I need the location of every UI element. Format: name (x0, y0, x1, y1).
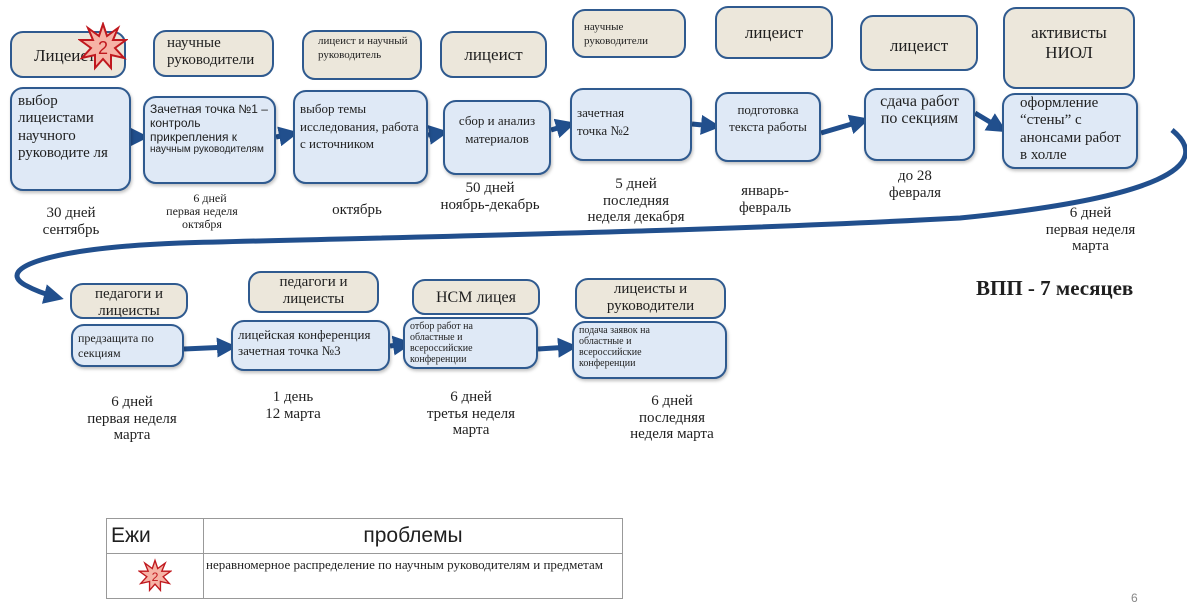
table-row: 2 неравномерное распределение по научным… (106, 553, 623, 599)
flow-arrow (427, 124, 449, 145)
role-box: НСМ лицея (412, 279, 540, 315)
task-box: предзащита по секциям (71, 324, 184, 367)
task-box: лицейская конференция зачетная точка №3 (231, 320, 390, 371)
page-title: ВПП - 7 месяцев (976, 276, 1134, 300)
role-box: активисты НИОЛ (1003, 7, 1135, 89)
time-label: 30 дней сентябрь (42, 205, 100, 238)
time-label: 6 дней третья неделя марта (426, 389, 516, 438)
flow-arrow-return (14, 128, 1187, 304)
time-label: 1 день 12 марта (265, 389, 321, 422)
page-number: 6 (1131, 591, 1138, 605)
table-header-cell: Ежи (106, 518, 204, 554)
table-header-cell: проблемы (203, 518, 623, 554)
time-label: 6 дней первая неделя марта (87, 394, 177, 443)
role-box: лицеист (440, 31, 547, 78)
task-box: подготовка текста работы (715, 92, 821, 162)
table-cell: неравномерное распределение по научным р… (203, 553, 623, 599)
time-label: январь- февраль (738, 183, 792, 216)
star-badge: 2 (78, 22, 128, 72)
problems-table: Ежи проблемы 2 неравномерное распределен… (106, 518, 623, 599)
task-box: выбор темы исследования, работа с источн… (293, 90, 428, 184)
time-label: первая неделя октября (166, 204, 238, 232)
flow-arrow (820, 114, 870, 136)
time-label: 50 дней ноябрь-декабрь (440, 180, 540, 213)
time-label: 6 дней (193, 191, 227, 205)
flow-arrow (389, 335, 413, 356)
task-box: зачетная точка №2 (570, 88, 692, 161)
role-box: лицеист (860, 15, 978, 71)
task-box: отбор работ на областные и всероссийские… (403, 317, 538, 369)
flow-arrow (691, 114, 721, 135)
table-header-row: Ежи проблемы (106, 518, 623, 554)
star-label: 2 (98, 38, 108, 58)
task-box-line: Зачетная точка №1 – контроль прикреплени… (150, 102, 268, 144)
time-label: 6 дней первая неделя марта (1045, 205, 1136, 254)
task-box: сбор и анализ материалов (443, 100, 551, 175)
task-box-line: научным руководителям (150, 144, 264, 156)
task-box: оформление “стены” с анонсами работ в хо… (1002, 93, 1138, 169)
role-box: лицеист (715, 6, 833, 59)
role-box: научные руководители (572, 9, 686, 58)
task-box: подача заявок на областные и всероссийск… (572, 321, 727, 379)
role-box: лицеист и научный руководитель (302, 30, 422, 80)
time-label: октябрь (332, 202, 382, 218)
star-icon (138, 558, 172, 593)
flow-arrow (550, 118, 576, 138)
flow-arrow (537, 337, 578, 358)
flow-arrow (183, 337, 237, 358)
time-label: 6 дней последняя неделя марта (630, 393, 714, 442)
task-box: Зачетная точка №1 – контроль прикреплени… (143, 96, 276, 184)
role-box: научные руководители (153, 30, 274, 77)
time-label: 5 дней последняя неделя декабря (587, 176, 685, 225)
flow-arrow (275, 126, 299, 147)
time-label: до 28 февраля (888, 168, 942, 201)
star-icon (78, 22, 128, 71)
task-box: выбор лицеистами научного руководите ля (10, 87, 131, 191)
role-box: педагоги и лицеисты (70, 283, 188, 319)
task-box: сдача работ по секциям (864, 88, 975, 161)
role-box: педагоги и лицеисты (248, 271, 379, 313)
table-marker-label: 2 (152, 570, 159, 584)
flow-arrow (973, 110, 1007, 133)
role-box: лицеисты и руководители (575, 278, 726, 319)
table-marker-cell: 2 (106, 553, 204, 599)
